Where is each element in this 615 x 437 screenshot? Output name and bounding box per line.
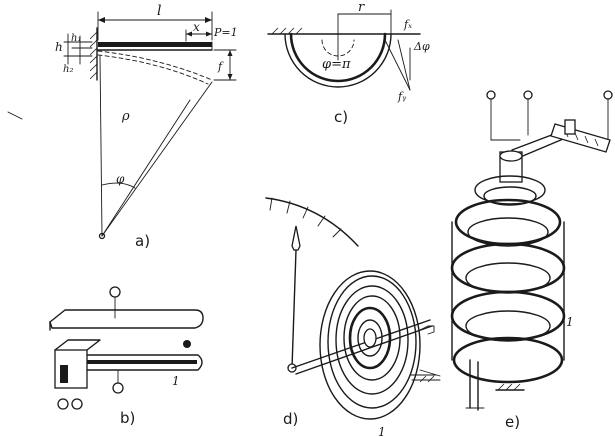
bimetal-strip <box>98 42 212 47</box>
caption-b: b) <box>120 409 135 427</box>
panel-b: 1 b) <box>49 286 204 427</box>
caption-a: a) <box>135 232 150 250</box>
panel-d: 1 d) <box>265 197 441 437</box>
label-l: l <box>157 3 161 19</box>
label-fx: fₓ <box>403 18 412 31</box>
panel-e: 1 e) <box>450 90 613 431</box>
dial-scale <box>265 197 359 247</box>
panel-c: r fₓ Δφ fᵧ φ=π c) <box>267 0 430 126</box>
semicircle-strip <box>284 33 392 88</box>
label-x: x <box>193 20 200 34</box>
label-f: f <box>217 60 224 73</box>
label-part-b: 1 <box>172 374 180 388</box>
label-phi-pi: φ=π <box>322 57 351 72</box>
label-h2: h₂ <box>63 64 73 75</box>
caption-d: d) <box>283 410 298 428</box>
label-fy: fᵧ <box>397 90 407 103</box>
label-part-d: 1 <box>378 425 386 437</box>
panel-a: l x P=1 h h₁ h₂ f φ ρ a) <box>55 3 238 250</box>
label-dphi: Δφ <box>413 40 430 53</box>
caption-e: e) <box>505 413 520 431</box>
label-part-e: 1 <box>566 315 574 329</box>
pointer-needle <box>291 225 301 251</box>
helix-spring <box>450 175 566 411</box>
deflected-strip <box>97 50 213 81</box>
label-r: r <box>358 0 365 15</box>
label-h1: h₁ <box>71 33 81 44</box>
label-p: P=1 <box>213 26 238 39</box>
caption-c: c) <box>334 108 348 126</box>
label-h: h <box>55 40 63 54</box>
label-rho: ρ <box>121 109 130 124</box>
wall-hatch <box>89 31 98 80</box>
label-phi: φ <box>116 172 125 186</box>
